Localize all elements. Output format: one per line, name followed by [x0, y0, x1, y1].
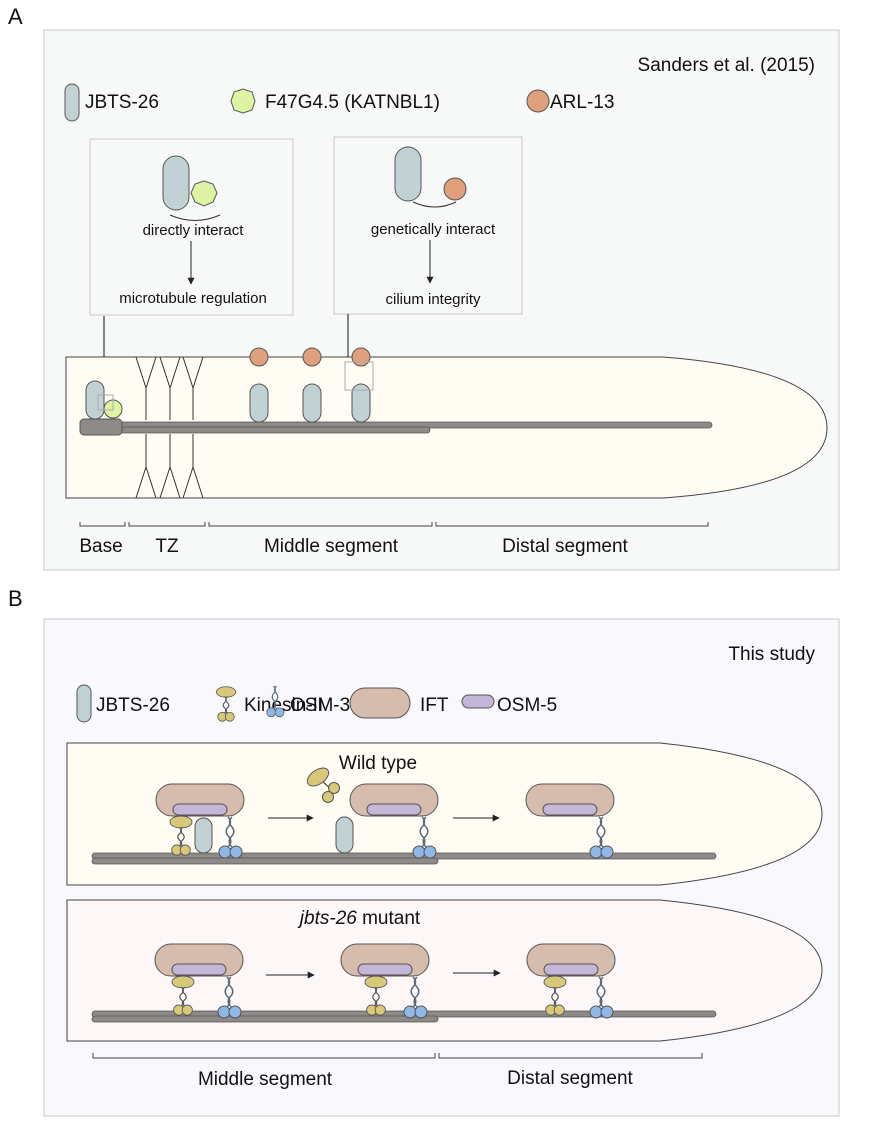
mutant-title-gene: jbts-26 [297, 908, 357, 929]
interaction-arc [412, 201, 457, 208]
panel-a-letter: A [8, 4, 23, 29]
interaction-box-direct: directly interact microtubule regulation [89, 138, 294, 316]
panel-a-legend: JBTS-26 F47G4.5 (KATNBL1) ARL-13 [64, 83, 614, 122]
arl13-circle-icon [526, 89, 550, 113]
legend-label: Kinesin-II [244, 695, 323, 716]
f47g45-icon [190, 180, 218, 207]
jbts26-capsule-icon [64, 83, 80, 122]
box2-bottom-label: cilium integrity [385, 291, 481, 308]
mutant-title-rest: mutant [357, 908, 421, 929]
interaction-box-genetic: genetically interact cilium integrity [333, 136, 523, 315]
f47g45-hexagon-icon [230, 88, 256, 114]
wildtype-title: Wild type [339, 753, 417, 774]
segment-label-middle: Middle segment [264, 536, 399, 557]
jbts26-protein [335, 816, 354, 854]
mutant-cilium: jbts-26 mutant [66, 899, 823, 1042]
axoneme-doublet [91, 1015, 439, 1023]
panel-b-letter: B [8, 586, 23, 611]
transition-zone-y-links [135, 356, 204, 499]
axoneme-doublet [91, 857, 439, 865]
segment-brackets-a [79, 522, 709, 527]
kinesin-head [328, 782, 340, 794]
jbts26-capsule-icon [76, 684, 92, 723]
segment-label-distal: Distal segment [507, 1068, 633, 1089]
ift-train-icon [349, 687, 411, 719]
jbts26-icon [162, 155, 190, 211]
ift-train [349, 783, 439, 817]
mutant-title: jbts-26 mutant [297, 908, 421, 929]
legend-label: IFT [420, 695, 449, 716]
ift-train [526, 943, 616, 977]
legend-label: F47G4.5 (KATNBL1) [265, 92, 440, 113]
kinesin-head [322, 791, 334, 803]
segment-brackets-b [92, 1053, 703, 1059]
legend-label: JBTS-26 [85, 92, 159, 113]
jbts26-protein [194, 817, 213, 854]
panel-b-citation: This study [728, 644, 815, 665]
segment-label-base: Base [79, 536, 122, 557]
segment-label-tz: TZ [155, 536, 179, 557]
ift-train [154, 943, 244, 977]
basal-body [79, 418, 123, 436]
box1-bottom-label: microtubule regulation [119, 290, 267, 307]
legend-label: OSM-3 [290, 695, 350, 716]
legend-label: OSM-5 [497, 695, 557, 716]
wildtype-cilium: Wild type [66, 742, 823, 886]
box1-top-label: directly interact [143, 222, 245, 239]
highlight-box [97, 394, 114, 411]
ift-train [525, 783, 615, 817]
segment-label-middle: Middle segment [198, 1069, 333, 1090]
box2-top-label: genetically interact [371, 221, 496, 238]
arl13-icon [443, 177, 467, 201]
middle-segment-proteins [249, 347, 374, 423]
axoneme-doublet [117, 426, 431, 434]
jbts26-protein [85, 380, 105, 420]
ift-train [155, 783, 245, 817]
ift-train [340, 943, 430, 977]
legend-label: ARL-13 [550, 92, 614, 113]
jbts26-icon [394, 146, 422, 202]
osm5-bar-icon [461, 694, 495, 709]
panel-b-legend: JBTS-26 Kinesin-II OSM-3 IFT OSM-5 [76, 684, 557, 723]
legend-label: JBTS-26 [96, 695, 170, 716]
interaction-arc [169, 214, 221, 221]
segment-label-distal: Distal segment [502, 536, 628, 557]
dissociated-kinesin-ii [306, 767, 330, 787]
panel-a-citation: Sanders et al. (2015) [638, 55, 815, 76]
